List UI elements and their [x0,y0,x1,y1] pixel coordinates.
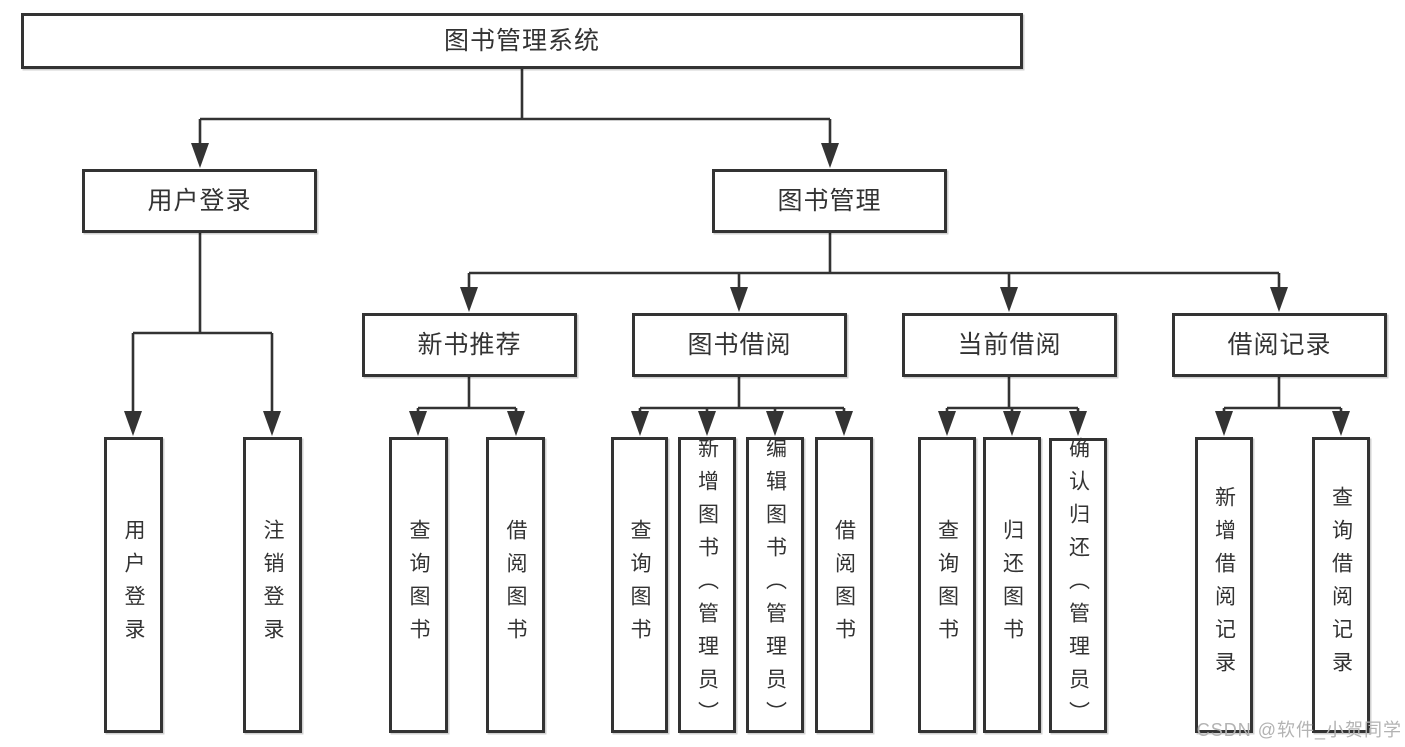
node-borrowing-records: 借阅记录 [1172,313,1387,377]
arrowhead [698,411,716,436]
node-current-borrowing-label: 当前借阅 [957,330,1062,359]
leaf-current-confirm-return-label: 确认归还（管理员） [1066,437,1090,734]
arrowhead [1000,287,1018,312]
node-new-book-recommend-label: 新书推荐 [417,330,522,359]
arrowhead [1003,411,1021,436]
leaf-borrowing-edit-books: 编辑图书（管理员） [746,436,804,734]
arrowhead [1332,411,1350,436]
arrowhead [191,143,209,168]
leaf-records-add-record-label: 新增借阅记录 [1212,486,1236,684]
leaf-borrowing-add-books-label: 新增图书（管理员） [695,436,719,734]
node-borrowing-records-label: 借阅记录 [1227,330,1332,359]
leaf-borrowing-add-books: 新增图书（管理员） [678,436,736,734]
arrowhead [938,411,956,436]
leaf-recommend-borrow-books-label: 借阅图书 [504,519,527,651]
node-book-management-label: 图书管理 [777,186,882,215]
arrowhead [835,411,853,436]
leaf-borrowing-query-books: 查询图书 [611,437,668,733]
arrowhead [1069,411,1087,436]
arrowhead [507,411,525,436]
leaf-current-return-books-label: 归还图书 [1000,519,1024,651]
node-new-book-recommend: 新书推荐 [362,313,577,377]
leaf-user-login-label: 用户登录 [122,519,145,651]
leaf-borrowing-query-books-label: 查询图书 [628,519,651,651]
leaf-recommend-query-books-label: 查询图书 [407,519,430,651]
node-user-login: 用户登录 [82,169,317,233]
leaf-records-query-record-label: 查询借阅记录 [1329,486,1353,684]
leaf-records-add-record: 新增借阅记录 [1195,437,1253,733]
csdn-watermark: CSDN @软件_小贺同学 [1196,720,1402,740]
node-user-login-label: 用户登录 [147,186,252,215]
node-current-borrowing: 当前借阅 [902,313,1117,377]
leaf-recommend-borrow-books: 借阅图书 [486,437,545,733]
arrowhead [1270,287,1288,312]
arrowhead [1215,411,1233,436]
arrowhead [124,411,142,436]
arrowhead [460,287,478,312]
arrowhead [631,411,649,436]
leaf-current-return-books: 归还图书 [983,437,1041,733]
leaf-current-query-books: 查询图书 [918,437,976,733]
node-root-label: 图书管理系统 [443,26,600,55]
node-book-management: 图书管理 [712,169,947,233]
leaf-current-query-books-label: 查询图书 [935,519,959,651]
arrowhead [766,411,784,436]
arrowhead [821,143,839,168]
leaf-user-login: 用户登录 [104,437,163,733]
leaf-borrowing-borrow-books-label: 借阅图书 [832,519,856,651]
node-book-borrowing: 图书借阅 [632,313,847,377]
leaf-records-query-record: 查询借阅记录 [1312,437,1370,733]
leaf-logout: 注销登录 [243,437,302,733]
leaf-borrowing-edit-books-label: 编辑图书（管理员） [763,436,787,734]
leaf-current-confirm-return: 确认归还（管理员） [1049,437,1107,734]
node-book-borrowing-label: 图书借阅 [687,330,792,359]
arrowhead [263,411,281,436]
leaf-borrowing-borrow-books: 借阅图书 [815,437,873,733]
arrowhead [409,411,427,436]
leaf-recommend-query-books: 查询图书 [389,437,448,733]
leaf-logout-label: 注销登录 [261,519,284,651]
arrowhead [730,287,748,312]
node-root: 图书管理系统 [21,13,1023,69]
